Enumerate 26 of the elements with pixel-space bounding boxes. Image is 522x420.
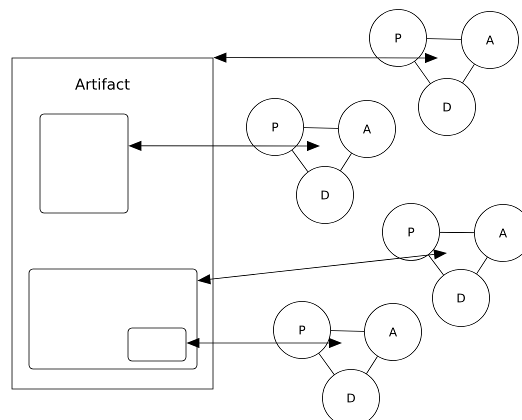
- connector-line: [428, 254, 444, 276]
- component-box: [28, 268, 198, 370]
- circle-node: P: [369, 9, 427, 67]
- circle-node: D: [296, 166, 354, 224]
- component-box: [128, 328, 186, 362]
- connector-line: [476, 256, 488, 274]
- circle-node: P: [382, 203, 440, 261]
- circle-node: P: [246, 98, 304, 156]
- connector-line: [318, 353, 334, 375]
- circle-node: D: [418, 78, 476, 136]
- connector-line: [292, 150, 308, 172]
- circle-node: D: [432, 269, 490, 327]
- connector-line: [462, 64, 475, 84]
- connector-line: [440, 232, 474, 234]
- circle-node: P: [273, 301, 331, 359]
- connector-line: [304, 127, 338, 129]
- connector-line: [340, 152, 352, 172]
- connector-line: [414, 61, 431, 84]
- circle-node: A: [461, 11, 519, 69]
- connector-line: [426, 38, 462, 40]
- container-box: Artifact: [12, 58, 214, 390]
- connector-line: [366, 356, 378, 374]
- circle-node: A: [364, 303, 422, 361]
- circle-node: A: [338, 100, 396, 158]
- component-box: [40, 114, 128, 214]
- connector-line: [330, 330, 364, 332]
